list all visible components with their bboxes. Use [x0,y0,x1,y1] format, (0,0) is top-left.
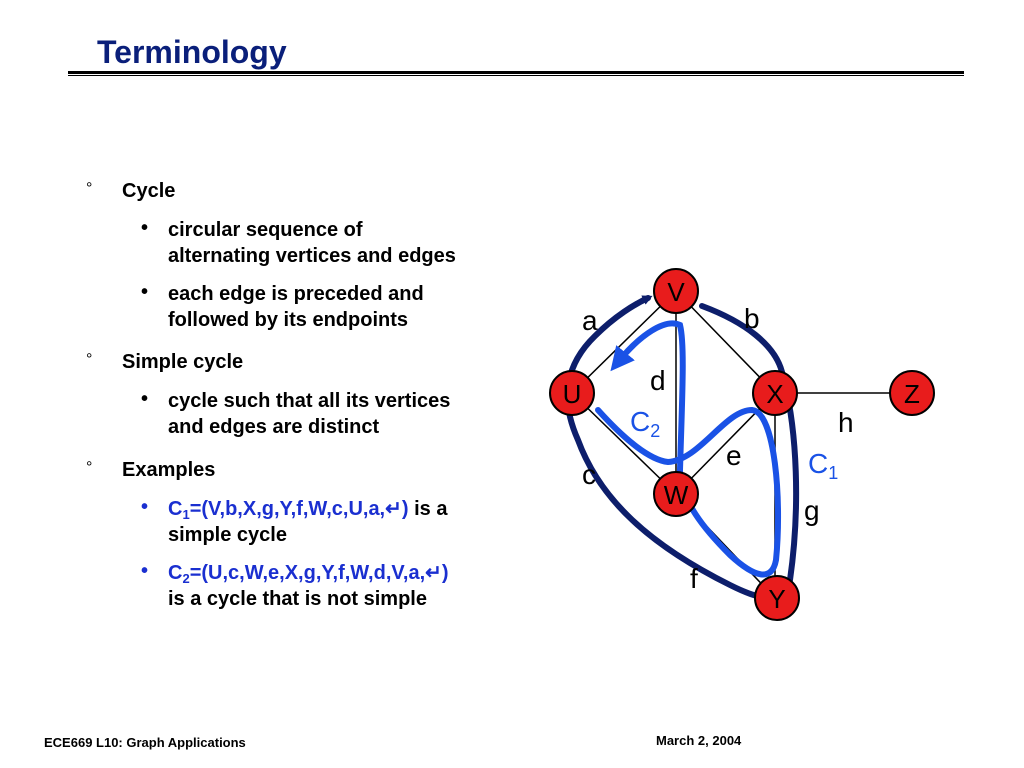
cycle-label-c2: C2 [630,406,660,441]
edge-label-d: d [650,365,666,396]
footer-date: March 2, 2004 [656,733,742,748]
vertex-u-label: U [563,379,582,409]
sub-bullet-mark: • [141,496,149,518]
graph-edges [571,290,912,599]
sub-bullet-cycle-2: each edge is preceded and followed by it… [168,281,424,333]
example-c2-name: C [168,562,183,584]
sub-bullet-simple-1: cycle such that all its vertices and edg… [168,388,450,440]
sub-bullet-line: alternating vertices and edges [168,245,456,267]
vertex-x: X [752,370,798,416]
edge-b-line [675,290,776,394]
edge-label-f: f [690,563,698,594]
title-rule [68,71,964,74]
edge-label-e: e [726,440,742,471]
title-rule-thin [68,75,964,76]
vertex-x-circle [752,370,798,416]
example-c1-line2: simple cycle [168,524,287,546]
example-c1-seq: =(V,b,X,g,Y,f,W,c,U,a, [189,498,386,520]
example-c1-sub: 1 [182,507,190,522]
vertex-y-circle [754,575,800,621]
cycle-c2-path [595,320,782,578]
vertex-w-circle [653,471,699,517]
vertex-x-label: X [766,379,783,409]
vertex-v: V [653,268,699,314]
edge-label-c: c [582,459,596,490]
vertex-v-label: V [667,277,685,307]
sub-bullet-line: followed by its endpoints [168,309,408,331]
edge-label-b: b [744,303,760,334]
vertex-w: W [653,471,699,517]
sub-bullet-cycle-1: circular sequence of alternating vertice… [168,217,456,269]
vertex-y-label: Y [768,584,785,614]
vertex-w-label: W [664,480,689,510]
sub-bullet-mark: • [141,388,149,410]
edge-label-g: g [804,495,820,526]
sub-bullet-mark: • [141,560,149,582]
vertex-z: Z [889,370,935,416]
example-c2: C2=(U,c,W,e,X,g,Y,f,W,d,V,a,↵) is a cycl… [168,560,449,612]
sub-bullet-mark: • [141,281,149,303]
vertex-z-circle [889,370,935,416]
bullet-mark: ° [86,180,93,197]
cycle-label-c1: C1 [808,448,838,483]
example-c2-seq: =(U,c,W,e,X,g,Y,f,W,d,V,a, [189,562,426,584]
example-c2-close: ) [441,562,449,584]
bullet-simple-cycle: Simple cycle [122,351,244,373]
slide-title: Terminology [97,34,287,70]
example-c2-line2: is a cycle that is not simple [168,588,427,610]
edge-label-h: h [838,407,854,438]
sub-bullet-line: circular sequence of [168,219,363,241]
vertex-v-circle [653,268,699,314]
vertex-z-label: Z [904,379,920,409]
sub-bullet-line: each edge is preceded and [168,283,424,305]
return-arrow-icon: ↵ [385,498,402,520]
example-c1-tail: is a [408,498,448,520]
vertex-u: U [549,370,595,416]
footer-course: ECE669 L10: Graph Applications [44,735,246,750]
edge-label-a: a [582,305,598,336]
bullet-mark: ° [86,351,93,368]
bullet-examples: Examples [122,459,216,481]
vertex-u-circle [549,370,595,416]
sub-bullet-line: and edges are distinct [168,416,380,438]
bullet-mark: ° [86,459,93,476]
sub-bullet-line: cycle such that all its vertices [168,390,451,412]
bullet-cycle: Cycle [122,180,176,202]
example-c1-name: C [168,498,183,520]
example-c1-close: ) [401,498,409,520]
example-c2-sub: 2 [182,571,190,586]
edge-c-line [571,392,677,495]
sub-bullet-mark: • [141,217,149,239]
example-c1: C1=(V,b,X,g,Y,f,W,c,U,a,↵) is a simple c… [168,496,447,548]
vertex-y: Y [754,575,800,621]
edge-a-line [571,290,677,394]
return-arrow-icon: ↵ [425,562,442,584]
